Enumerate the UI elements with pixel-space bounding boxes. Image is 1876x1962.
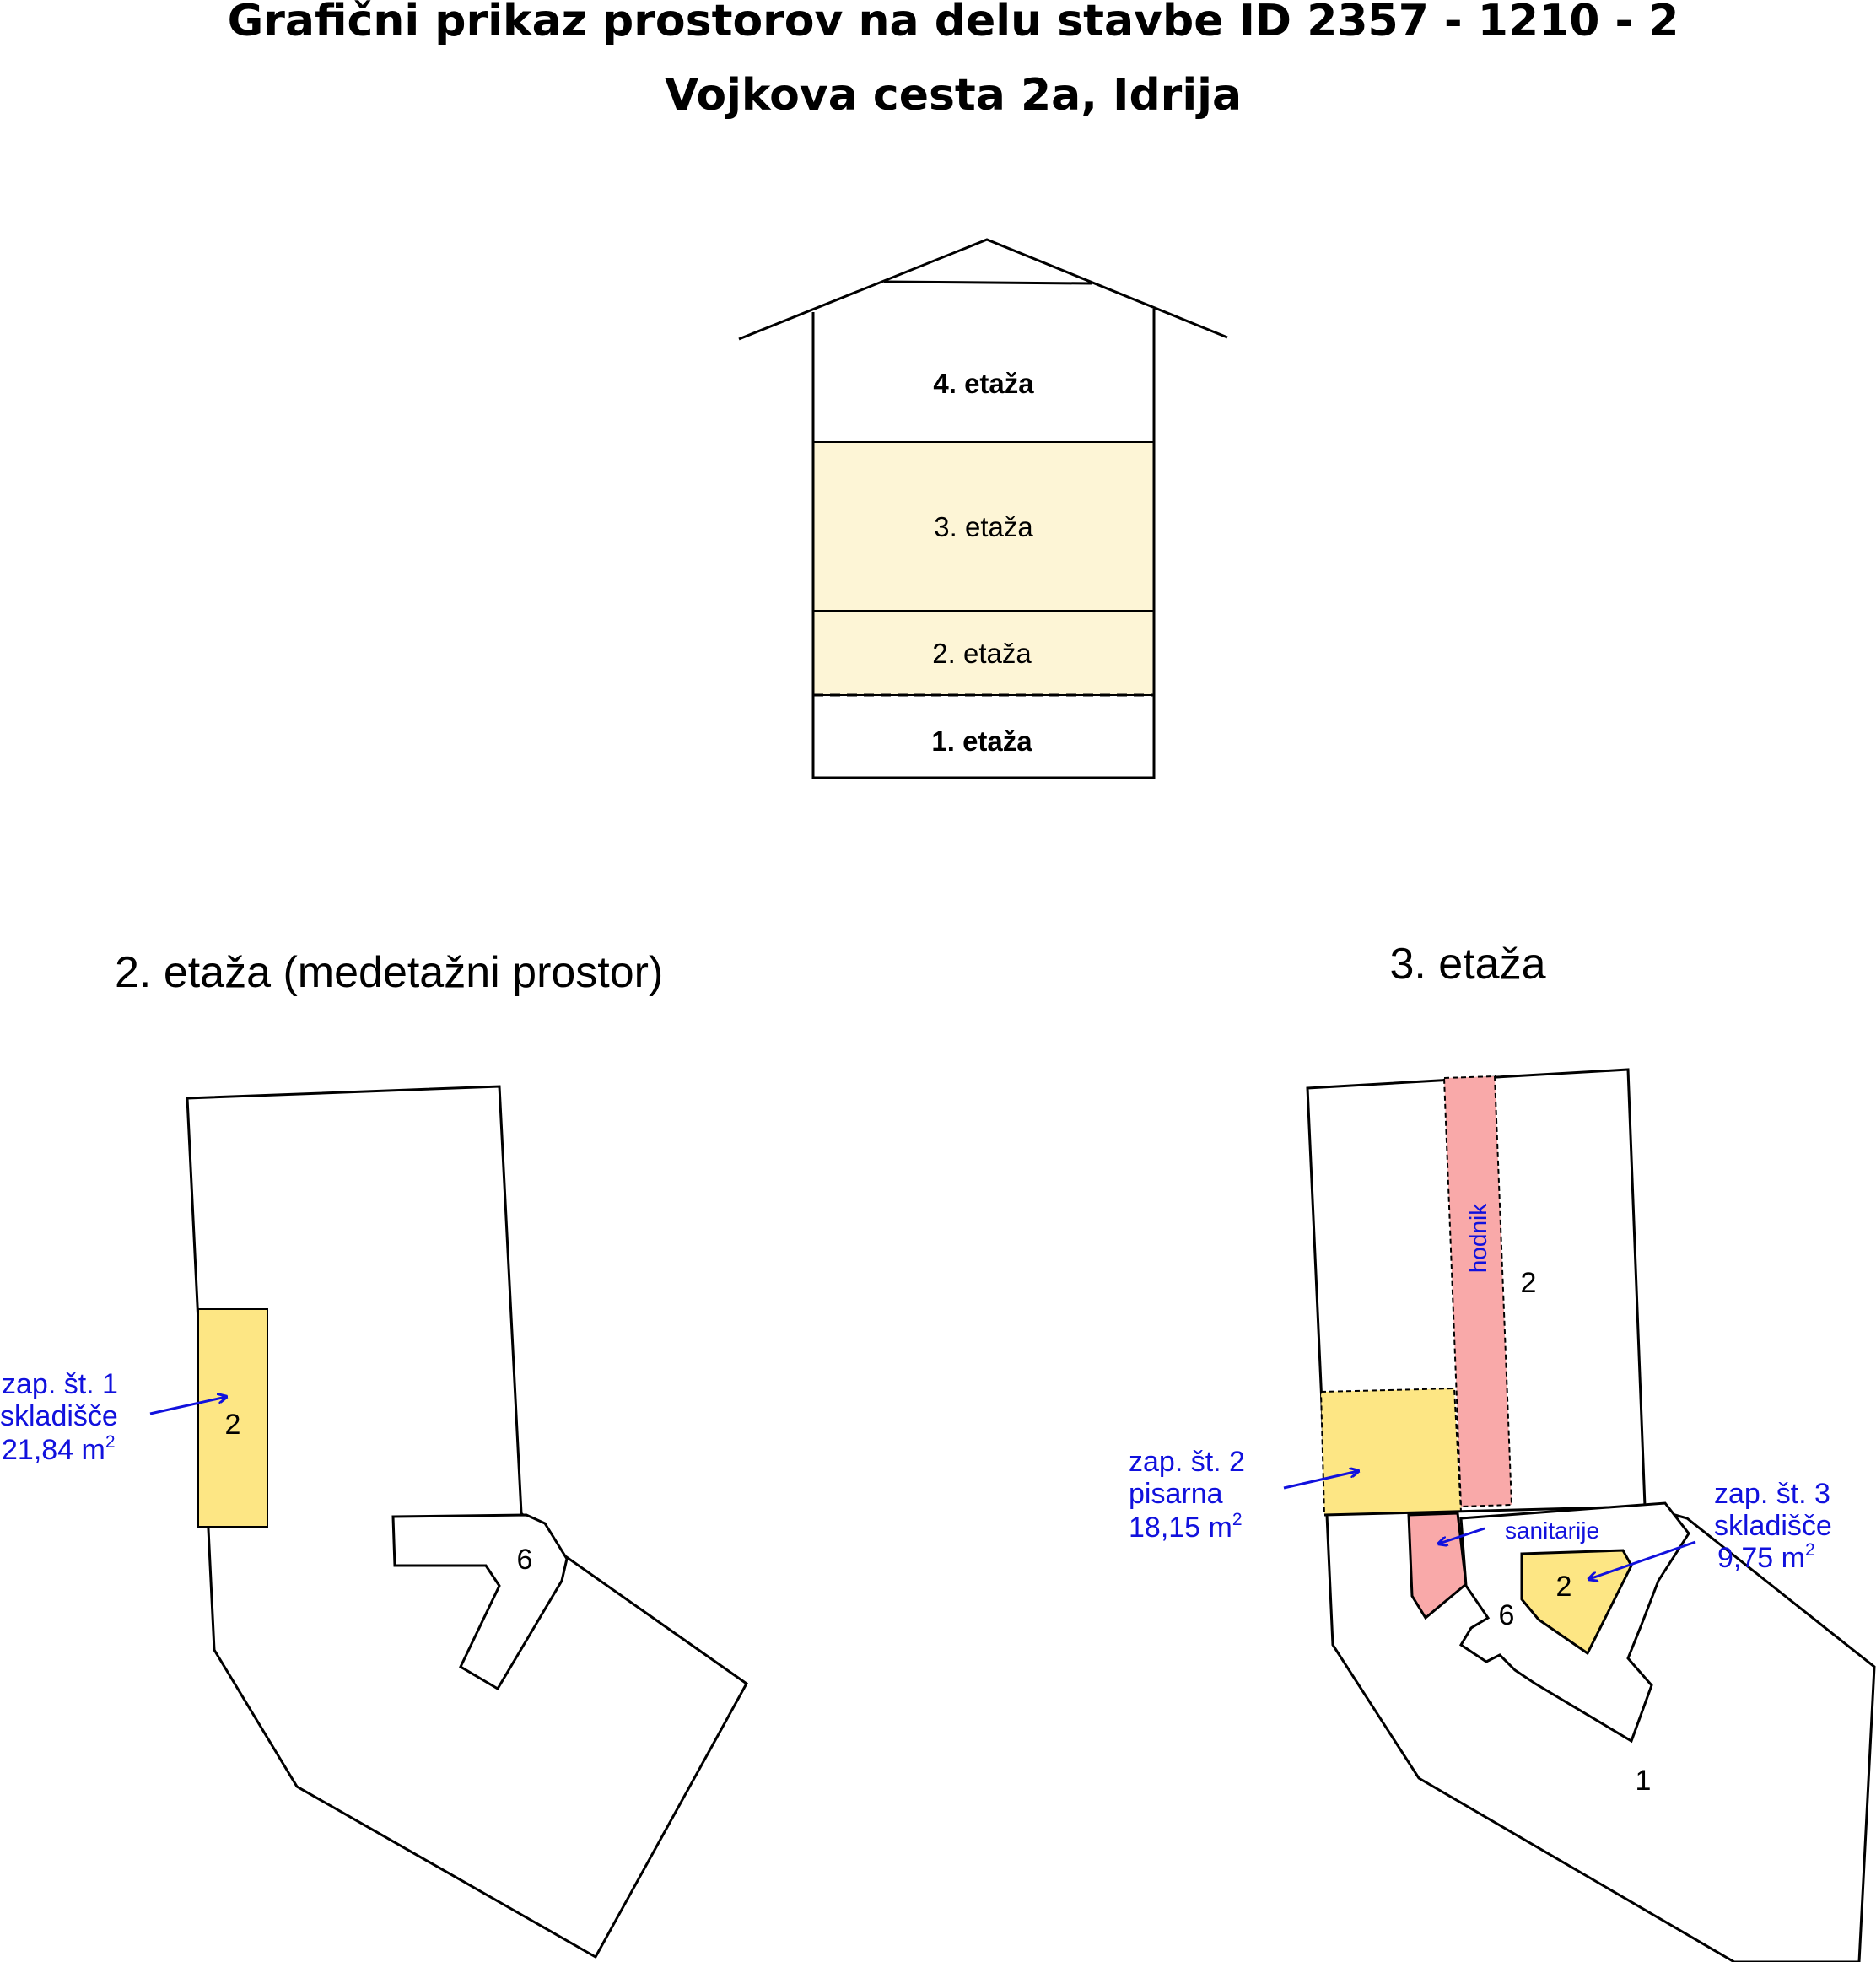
unit-2-type: pisarna — [1129, 1478, 1223, 1510]
unit-3-arrow — [1589, 1540, 1696, 1579]
unit-1-arrow — [149, 1397, 226, 1415]
plan-2-stair-number: 6 — [517, 1544, 533, 1576]
title-line-2: Vojkova cesta 2a, Idrija — [665, 70, 1242, 121]
sanitary-label: sanitarije — [1505, 1517, 1599, 1544]
title-line-1: Grafični prikaz prostorov na delu stavbe… — [228, 0, 1679, 46]
unit-2-area: 18,15 m2 — [1129, 1510, 1243, 1544]
unit-3-number: zap. št. 3 — [1714, 1478, 1830, 1510]
plan-floor-2: 2. etaža (medetažni prostor) 2 6 zap. št… — [0, 948, 748, 1959]
unit-2-arrow — [1283, 1471, 1358, 1490]
wing-number: 1 — [1636, 1765, 1652, 1797]
floor-2-label: 2. etaža — [932, 638, 1032, 669]
unit-1-type: skladišče — [0, 1400, 118, 1432]
floor-1-label: 1. etaža — [931, 725, 1032, 757]
unit-3-area: 9,75 m2 — [1717, 1540, 1815, 1574]
building-walls — [811, 309, 1156, 779]
plan-2-room-number: 2 — [225, 1409, 241, 1441]
office-unit-2 — [1319, 1387, 1463, 1517]
floor-4-label: 4. etaža — [933, 368, 1034, 399]
plan-floor-3: 3. etaža hodnik 2 sanitarije 6 2 1 zap. … — [1129, 940, 1876, 1962]
roof-outline — [738, 238, 1228, 341]
corridor-number: 2 — [1521, 1267, 1537, 1299]
floor-3-label: 3. etaža — [934, 511, 1033, 542]
corridor-label: hodnik — [1465, 1203, 1491, 1274]
unit-2-number: zap. št. 2 — [1129, 1446, 1245, 1478]
storage-unit-3 — [1520, 1549, 1633, 1656]
unit-3-type: skladišče — [1714, 1510, 1832, 1542]
stairwell-outline — [391, 1513, 569, 1691]
corridor-area — [1442, 1075, 1513, 1508]
plan-3-heading: 3. etaža — [1389, 940, 1545, 989]
floor-2-band — [812, 610, 1155, 696]
plan-2-heading: 2. etaža (medetažni prostor) — [115, 948, 663, 997]
plan-3-room-number: 2 — [1556, 1571, 1572, 1603]
plan-3-stair-number: 6 — [1499, 1599, 1515, 1631]
building-elevation: 4. etaža 3. etaža 2. etaža 1. etaža — [738, 238, 1228, 779]
sanitary-arrow — [1439, 1527, 1485, 1544]
unit-1-area: 21,84 m2 — [2, 1432, 116, 1466]
roof-ridge-line — [883, 280, 1092, 285]
unit-1-number: zap. št. 1 — [2, 1368, 118, 1400]
storage-room-unit-1 — [197, 1308, 268, 1528]
